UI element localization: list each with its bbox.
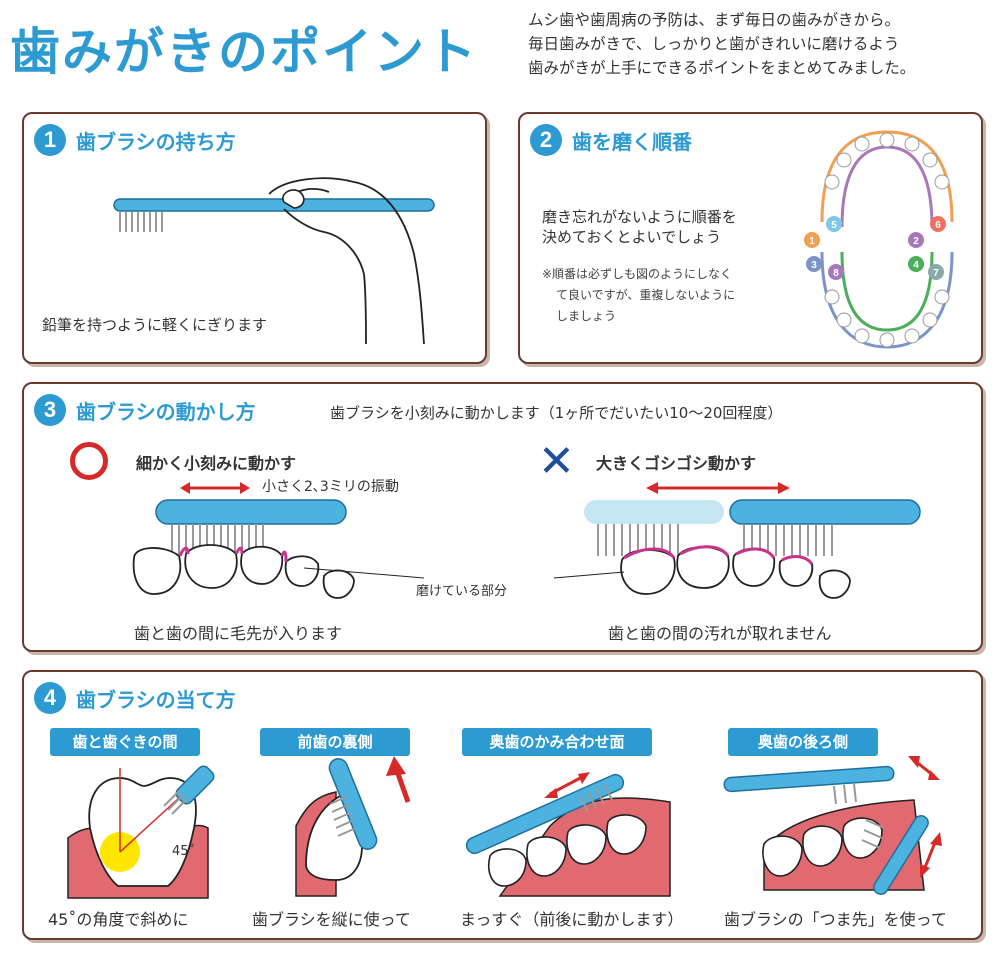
order-num: 6 (935, 220, 941, 231)
step-number: 1 (34, 124, 66, 156)
panel-title: 歯ブラシの持ち方 (76, 129, 236, 154)
good-subtitle: 小さく2､3ミリの振動 (262, 479, 399, 495)
good-caption: 歯と歯の間に毛先が入ります (134, 624, 343, 643)
holding-caption: 鉛筆を持つように軽くにぎります (42, 316, 268, 334)
panel-title: 歯ブラシの当て方 (76, 687, 236, 712)
order-num: 5 (831, 220, 837, 231)
front-teeth-back-illustration (295, 756, 411, 897)
intro-line: ムシ歯や歯周病の予防は、まず毎日の歯みがきから。 (528, 11, 901, 29)
order-num: 3 (811, 260, 817, 271)
molar-top-illustration (465, 772, 671, 897)
order-num: 4 (913, 260, 919, 271)
caption-gumline: 45˚の角度で斜めに (48, 910, 189, 929)
panel-order: 2 歯を磨く順番 磨き忘れがないように順番を 決めておくとよいでしょう ※順番は… (518, 112, 983, 364)
bad-title: 大きくゴシゴシ動かす (596, 454, 757, 473)
step-number: 4 (34, 682, 66, 714)
tag-molar-back: 奥歯の後ろ側 (728, 728, 878, 756)
gumline-illustration (67, 765, 215, 899)
teeth-order-diagram: 1 2 3 4 5 6 7 8 (804, 130, 954, 349)
panel-holding: 1 歯ブラシの持ち方 鉛筆を持つように軽くにぎります (22, 112, 487, 364)
order-num: 2 (913, 236, 919, 247)
good-title: 細かく小刻みに動かす (136, 454, 297, 473)
bad-caption: 歯と歯の間の汚れが取れません (608, 624, 832, 643)
order-num: 7 (933, 268, 939, 279)
pointer-label: 磨けている部分 (416, 584, 508, 599)
bad-brushing-illustration (553, 482, 921, 599)
movement-subtitle: 歯ブラシを小刻みに動かします（1ヶ所でだいたい10〜20回程度） (330, 404, 783, 422)
angle-label: 45˚ (172, 844, 196, 859)
panel-positioning: 4 歯ブラシの当て方 歯と歯ぐきの間 前歯の裏側 奥歯のかみ合わせ面 奥歯の後ろ… (22, 670, 983, 940)
bad-mark-icon: ✕ (538, 436, 575, 487)
tag-gumline: 歯と歯ぐきの間 (50, 728, 200, 756)
caption-molar-back: 歯ブラシの「つま先」を使って (724, 910, 947, 929)
good-brushing-illustration (132, 482, 425, 599)
page-title: 歯みがきのポイント (10, 23, 478, 81)
tag-molar-top: 奥歯のかみ合わせ面 (462, 728, 652, 756)
order-text: 決めておくとよいでしょう (542, 228, 722, 246)
step-number: 2 (530, 124, 562, 156)
holding-illustration (113, 177, 435, 345)
order-note: ※順番は必ずしも図のようにしなく (542, 267, 733, 281)
panel-movement: 3 歯ブラシの動かし方 歯ブラシを小刻みに動かします（1ヶ所でだいたい10〜20… (22, 382, 983, 652)
order-text: 磨き忘れがないように順番を (542, 208, 737, 226)
order-note: しましょう (556, 309, 617, 323)
panel-title: 歯を磨く順番 (572, 129, 692, 154)
caption-molar-top: まっすぐ（前後に動かします） (460, 910, 684, 929)
order-num: 1 (809, 236, 815, 247)
intro-line: 毎日歯みがきで、しっかりと歯がきれいに磨けるよう (528, 35, 900, 53)
intro-text: ムシ歯や歯周病の予防は、まず毎日の歯みがきから。 毎日歯みがきで、しっかりと歯が… (528, 8, 915, 80)
good-mark-icon (70, 442, 108, 480)
step-number: 3 (34, 394, 66, 426)
molar-back-illustration (723, 756, 942, 895)
tag-front-back: 前歯の裏側 (260, 728, 410, 756)
order-note: て良いですが、重複しないように (556, 288, 736, 302)
caption-front-back: 歯ブラシを縦に使って (252, 910, 411, 929)
panel-title: 歯ブラシの動かし方 (76, 399, 256, 424)
order-num: 8 (833, 268, 839, 279)
intro-line: 歯みがきが上手にできるポイントをまとめてみました。 (528, 59, 916, 77)
